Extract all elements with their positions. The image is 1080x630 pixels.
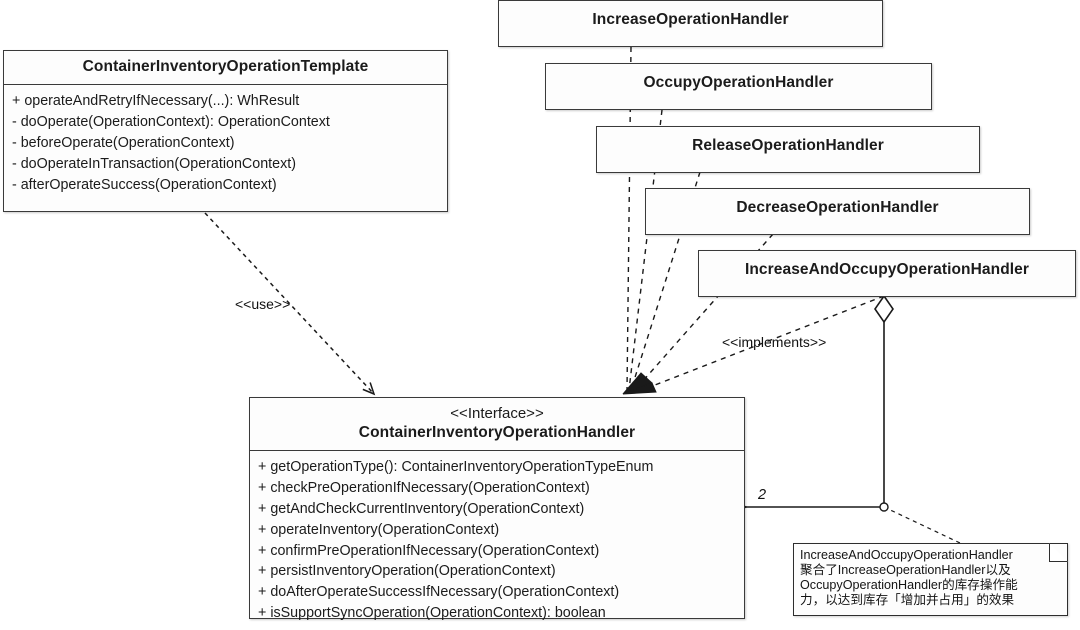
member-row: - doOperate(OperationContext): Operation…	[12, 113, 330, 130]
member-row: + confirmPreOperationIfNecessary(Operati…	[258, 542, 600, 559]
member-row: + doAfterOperateSuccessIfNecessary(Opera…	[258, 584, 620, 601]
note-anchor-circle	[879, 502, 889, 512]
interface-stereotype-label: <<Interface>>	[450, 405, 544, 422]
class-name-label: ReleaseOperationHandler	[692, 137, 884, 154]
interface-name-label: ContainerInventoryOperationHandler	[358, 423, 636, 441]
implements-arrowhead	[622, 372, 657, 395]
member-row: + operateInventory(OperationContext)	[258, 521, 500, 538]
edge-aggregation	[746, 294, 894, 507]
class-name-label: OccupyOperationHandler	[643, 74, 834, 91]
member-row: + persistInventoryOperation(OperationCon…	[258, 563, 556, 580]
edge-label-implements: <<implements>>	[722, 334, 827, 350]
class-header: ContainerInventoryOperationTemplate	[4, 51, 447, 85]
note-increase-and-occupy-explanation[interactable]: IncreaseAndOccupyOperationHandler 聚合了Inc…	[793, 543, 1068, 616]
class-box-increase-operation-handler[interactable]: IncreaseOperationHandler	[498, 0, 883, 47]
class-name-label: ContainerInventoryOperationTemplate	[82, 58, 369, 75]
class-box-occupy-operation-handler[interactable]: OccupyOperationHandler	[545, 63, 932, 110]
note-line: 力，以达到库存「增加并占用」的效果	[800, 593, 1015, 608]
class-box-release-operation-handler[interactable]: ReleaseOperationHandler	[596, 126, 980, 173]
class-box-increase-and-occupy-operation-handler[interactable]: IncreaseAndOccupyOperationHandler	[698, 250, 1076, 297]
member-row: + operateAndRetryIfNecessary(...): WhRes…	[12, 93, 300, 109]
member-row: - doOperateInTransaction(OperationContex…	[12, 155, 296, 172]
member-row: - beforeOperate(OperationContext)	[12, 134, 235, 151]
class-name-label: IncreaseAndOccupyOperationHandler	[744, 261, 1030, 278]
note-fold-corner-icon	[1049, 543, 1068, 562]
edge-note-anchor	[879, 502, 961, 544]
member-row: + getOperationType(): ContainerInventory…	[258, 458, 654, 475]
class-name-label: DecreaseOperationHandler	[736, 199, 939, 216]
note-line: IncreaseAndOccupyOperationHandler	[800, 548, 1013, 562]
edge-label-aggregation-multiplicity: 2	[758, 487, 767, 503]
member-row: + getAndCheckCurrentInventory(OperationC…	[258, 500, 585, 517]
class-members: + operateAndRetryIfNecessary(...): WhRes…	[4, 85, 447, 202]
class-box-container-inventory-operation-template[interactable]: ContainerInventoryOperationTemplate + op…	[3, 50, 448, 212]
member-row: - afterOperateSuccess(OperationContext)	[12, 176, 277, 193]
class-name-label: IncreaseOperationHandler	[592, 11, 789, 28]
interface-members: + getOperationType(): ContainerInventory…	[250, 451, 744, 630]
member-row: + checkPreOperationIfNecessary(Operation…	[258, 479, 590, 496]
note-line: OccupyOperationHandler的库存操作能	[800, 578, 1018, 593]
edge-label-use: <<use>>	[235, 296, 291, 312]
class-box-container-inventory-operation-handler-interface[interactable]: <<Interface>> ContainerInventoryOperatio…	[249, 397, 745, 621]
class-box-decrease-operation-handler[interactable]: DecreaseOperationHandler	[645, 188, 1030, 235]
note-line: 聚合了IncreaseOperationHandler以及	[800, 563, 1011, 578]
member-row: + isSupportSyncOperation(OperationContex…	[258, 605, 606, 622]
aggregation-diamond	[874, 294, 894, 324]
interface-header: <<Interface>> ContainerInventoryOperatio…	[250, 398, 744, 451]
